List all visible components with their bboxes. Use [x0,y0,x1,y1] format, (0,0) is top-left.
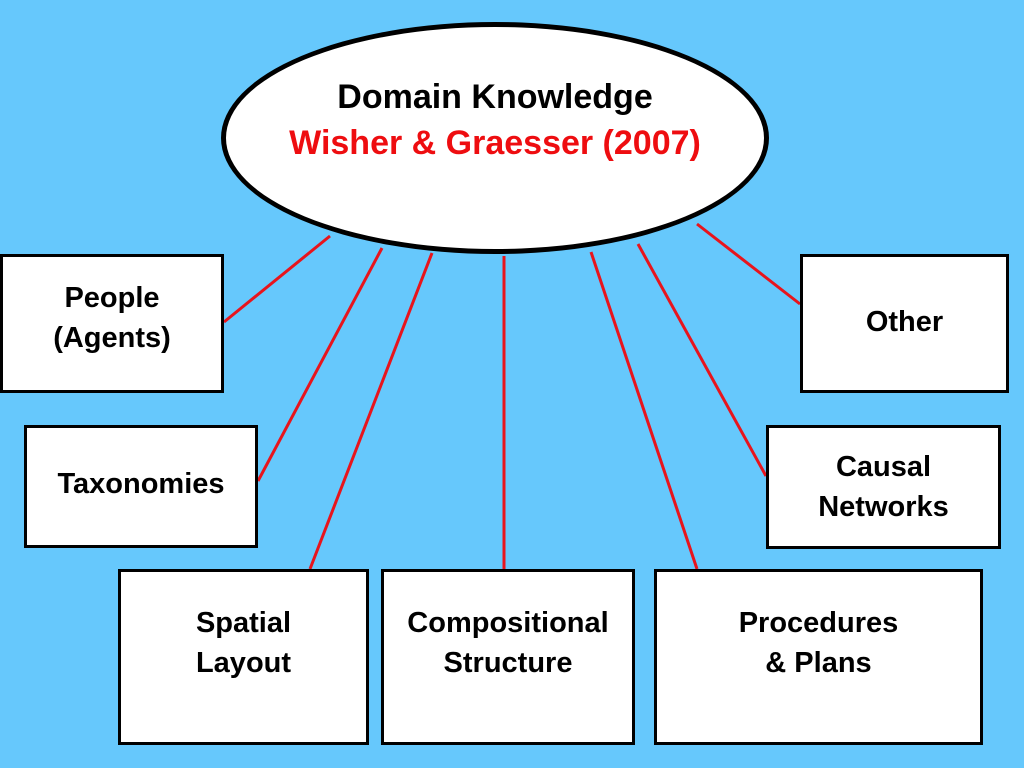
connector-other [696,222,801,306]
connector-causal-networks [636,243,768,477]
hub-subtitle: Wisher & Graesser (2007) [289,124,701,162]
node-causal-networks-label: Causal Networks [818,451,949,523]
node-taxonomies-label: Taxonomies [57,468,225,500]
connector-taxonomies [256,247,384,482]
connector-spatial-layout [308,252,434,570]
node-other: Other [800,254,1009,393]
node-spatial-layout-label: Spatial Layout [195,607,292,679]
node-taxonomies: Taxonomies [24,425,258,548]
node-procedures-plans: Procedures & Plans [654,569,983,745]
node-people: People (Agents) [0,254,224,393]
node-compositional-structure-label: Compositional Structure [407,607,609,679]
domain-knowledge-ellipse: Domain Knowledge Wisher & Graesser (2007… [221,22,769,254]
node-causal-networks: Causal Networks [766,425,1001,549]
node-people-label: People (Agents) [53,281,171,354]
node-spatial-layout: Spatial Layout [118,569,369,745]
hub-title: Domain Knowledge [337,78,653,116]
connector-procedures-plans [589,251,699,570]
connector-people [223,234,331,324]
node-compositional-structure: Compositional Structure [381,569,635,745]
node-other-label: Other [865,305,944,338]
node-procedures-plans-label: Procedures & Plans [738,607,899,679]
